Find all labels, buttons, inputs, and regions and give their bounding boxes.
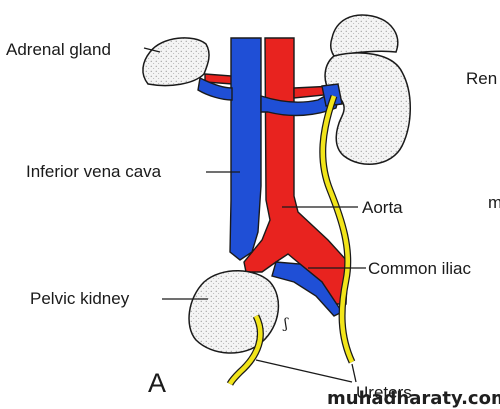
inferior-vena-cava-label: Inferior vena cava: [26, 162, 162, 181]
upper-kidney: [324, 52, 411, 165]
right-edge-text-mid: m: [488, 193, 500, 212]
inferior-vena-cava-vessel: [197, 37, 344, 317]
pelvic-kidney-label: Pelvic kidney: [30, 289, 130, 308]
pelvic-kidney: [188, 270, 280, 354]
right-edge-text-top: Ren: [466, 69, 497, 88]
watermark-text: muhadharaty.com: [327, 388, 500, 409]
adrenal-gland-leader: [143, 47, 161, 53]
adrenal-gland-label: Adrenal gland: [6, 40, 111, 59]
panel-letter: A: [148, 368, 166, 398]
kidney-glyph: ʃ: [282, 316, 289, 332]
ureters-leader-1: [255, 359, 353, 383]
aorta-label: Aorta: [362, 198, 403, 217]
common-iliac-label: Common iliac: [368, 259, 471, 278]
adrenal-gland: [142, 37, 210, 87]
ureters-vessel: [226, 94, 356, 386]
right-adrenal-gland: [329, 14, 399, 57]
ureters-leader-2: [351, 363, 357, 383]
ureters-label: Ureters: [356, 383, 412, 402]
